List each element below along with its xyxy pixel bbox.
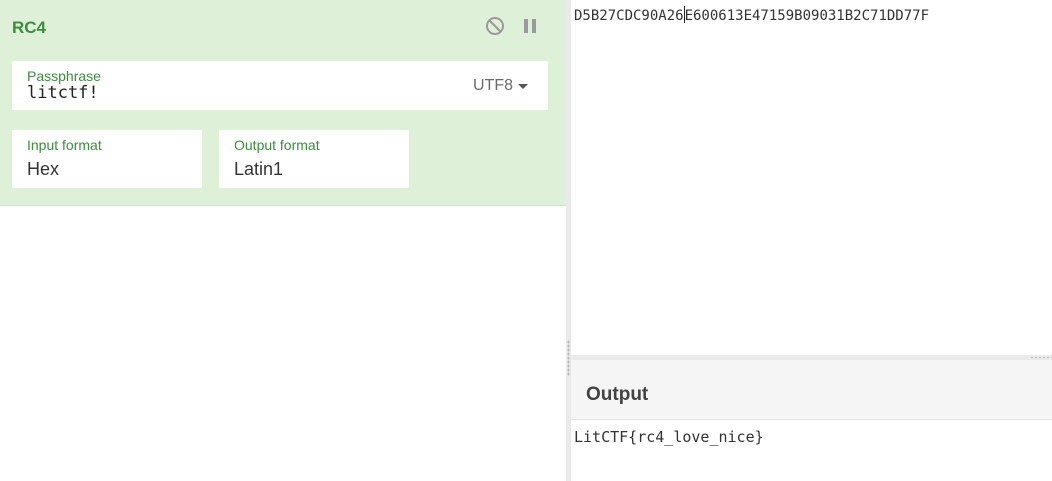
input-textarea[interactable]: D5B27CDC90A26E600613E47159B09031B2C71DD7… [571, 0, 1052, 355]
input-text: D5B27CDC90A26E600613E47159B09031B2C71DD7… [574, 6, 929, 24]
passphrase-encoding-dropdown[interactable]: UTF8 [473, 77, 528, 95]
caret-down-icon [518, 83, 528, 89]
passphrase-field[interactable]: Passphrase litctf! UTF8 [12, 61, 548, 110]
divider-grip-icon [1030, 356, 1052, 359]
pause-icon [524, 19, 536, 33]
input-text-before-cursor: D5B27CDC90A26 [574, 8, 684, 24]
disable-operation-button[interactable] [483, 14, 507, 38]
output-format-value: Latin1 [234, 159, 284, 179]
output-text: LitCTF{rc4_love_nice} [574, 428, 764, 446]
output-header: Output [571, 360, 1052, 420]
output-title: Output [586, 384, 649, 405]
input-format-value: Hex [27, 159, 60, 179]
text-cursor [683, 6, 685, 23]
input-format-select[interactable]: Input format Hex [12, 130, 202, 188]
recipe-pane: RC4 Passphrase litctf! UTF8 Input format… [0, 0, 566, 206]
passphrase-input[interactable]: litctf! [27, 83, 99, 103]
horizontal-pane-divider[interactable] [571, 355, 1052, 360]
output-textarea[interactable]: LitCTF{rc4_love_nice} [571, 421, 1052, 481]
passphrase-label: Passphrase [27, 68, 101, 84]
encoding-value: UTF8 [473, 77, 513, 94]
output-format-label: Output format [234, 137, 320, 153]
vertical-pane-divider[interactable] [566, 0, 571, 481]
pause-operation-button[interactable] [518, 14, 542, 38]
divider-grip-icon [567, 340, 570, 376]
input-format-label: Input format [27, 137, 102, 153]
output-format-select[interactable]: Output format Latin1 [219, 130, 409, 188]
rc4-operation-card: RC4 Passphrase litctf! UTF8 Input format… [0, 0, 566, 206]
disable-icon [486, 17, 504, 35]
operation-title: RC4 [12, 18, 47, 37]
input-text-after-cursor: E600613E47159B09031B2C71DD77F [684, 8, 930, 24]
